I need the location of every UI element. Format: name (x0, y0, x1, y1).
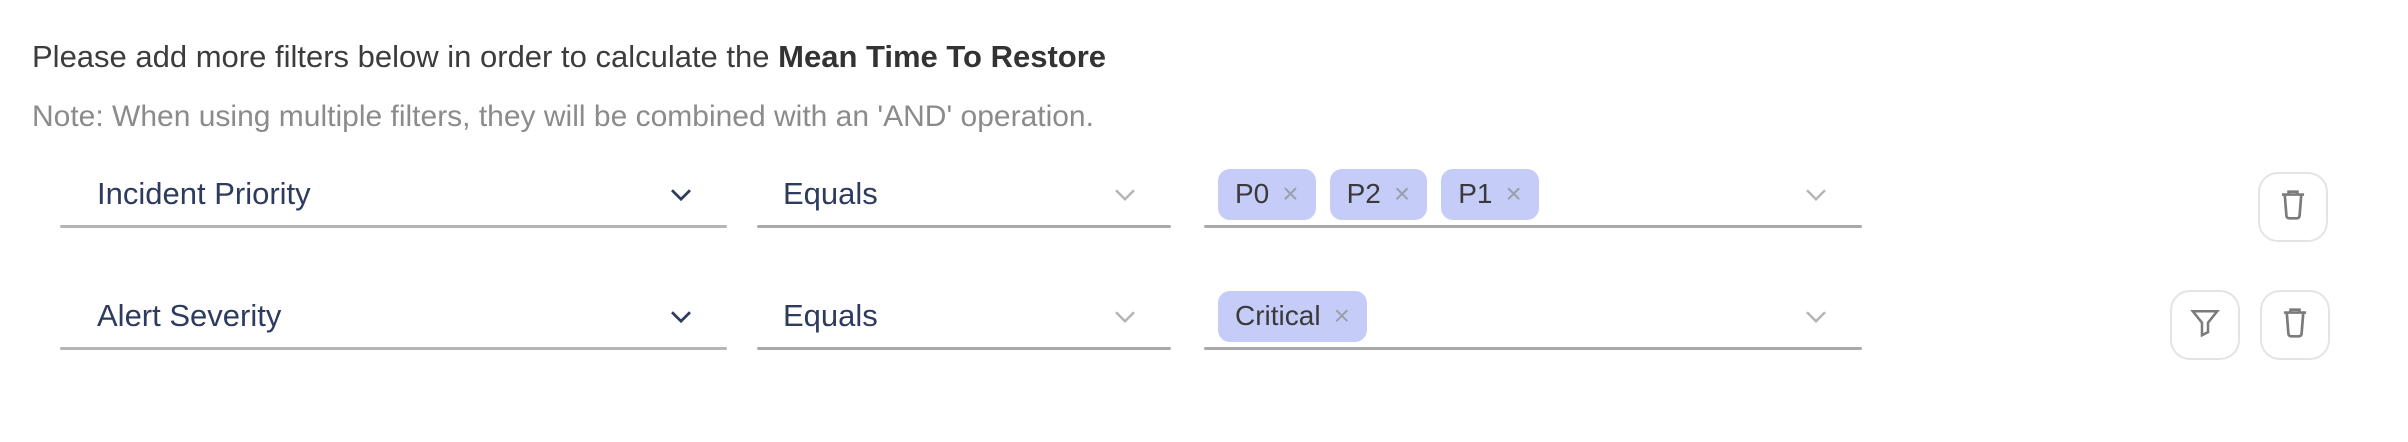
filter-field-select-row2[interactable]: Alert Severity (60, 282, 727, 350)
value-chip: P2 × (1329, 168, 1428, 220)
remove-chip-icon[interactable]: × (1393, 178, 1411, 209)
trash-icon (2274, 186, 2312, 229)
value-chips: Critical × (1218, 290, 1367, 342)
filter-values-multiselect-row1[interactable]: P0 × P2 × P1 × (1204, 160, 1862, 228)
filter-field-select-row1[interactable]: Incident Priority (60, 160, 727, 228)
header-intro: Please add more filters below in order t… (32, 39, 770, 74)
filter-operator-label: Equals (783, 298, 878, 333)
field-underline (757, 225, 1171, 228)
remove-chip-icon[interactable]: × (1333, 300, 1350, 331)
apply-filter-button[interactable] (2170, 290, 2240, 360)
chevron-down-icon (1107, 298, 1143, 334)
chip-label: P0 (1235, 178, 1270, 209)
field-underline (1204, 347, 1862, 350)
value-chip: P0 × (1218, 168, 1316, 220)
filter-operator-label: Equals (783, 176, 878, 211)
chevron-down-icon (1798, 298, 1834, 334)
field-underline (60, 347, 727, 350)
value-chip: Critical × (1218, 290, 1367, 342)
chevron-down-icon (663, 298, 699, 334)
field-underline (60, 225, 727, 228)
filter-operator-select-row1[interactable]: Equals (757, 160, 1171, 228)
filter-values-multiselect-row2[interactable]: Critical × (1204, 282, 1862, 350)
chip-label: P1 (1458, 178, 1493, 209)
delete-filter-button[interactable] (2258, 172, 2328, 242)
header-text: Please add more filters below in order t… (32, 38, 1106, 76)
delete-filter-button[interactable] (2260, 290, 2330, 360)
remove-chip-icon[interactable]: × (1505, 178, 1522, 209)
field-underline (1204, 225, 1862, 228)
filter-field-label: Incident Priority (97, 176, 311, 211)
field-underline (757, 347, 1171, 350)
value-chips: P0 × P2 × P1 × (1218, 168, 1539, 220)
header-note: Note: When using multiple filters, they … (32, 100, 1094, 133)
trash-icon (2276, 304, 2314, 347)
chevron-down-icon (1107, 176, 1143, 212)
chevron-down-icon (1798, 176, 1834, 212)
value-chip: P1 × (1441, 168, 1539, 220)
filter-field-label: Alert Severity (97, 298, 282, 333)
metric-name: Mean Time To Restore (778, 39, 1107, 74)
chevron-down-icon (663, 176, 699, 212)
chip-label: P2 (1346, 178, 1381, 209)
funnel-icon (2186, 304, 2224, 347)
remove-chip-icon[interactable]: × (1282, 178, 1299, 209)
chip-label: Critical (1235, 300, 1321, 331)
filter-operator-select-row2[interactable]: Equals (757, 282, 1171, 350)
